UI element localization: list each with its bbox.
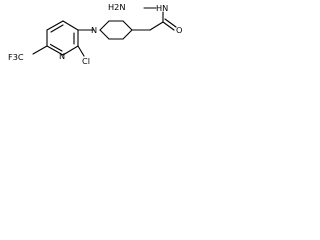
cf3-label: F3C (8, 52, 24, 62)
bond (62, 20, 79, 31)
structure-svg: F3C Cl N H2N HN O N (8, 2, 182, 66)
piperidine-ring (99, 20, 133, 40)
piperidine-nitrogen-label: N (91, 25, 97, 35)
carbonyl-oxygen-label: O (176, 25, 182, 35)
double-bond (49, 43, 63, 52)
bond-cl (77, 45, 85, 57)
bond (122, 20, 133, 31)
chlorine-label: Cl (82, 56, 90, 66)
hydrazide-nh2-label: H2N (108, 2, 126, 12)
pyridine-nitrogen-label: N (59, 51, 65, 61)
bond-cf3 (32, 45, 48, 55)
double-bond (50, 24, 64, 33)
bond (62, 45, 79, 56)
hydrazide-nh-label: HN (156, 3, 168, 13)
molecule-structure: F3C Cl N H2N HN O N (0, 0, 198, 83)
bond (46, 20, 64, 31)
bond (99, 20, 110, 31)
bond (46, 45, 64, 56)
bond-c-o-double (164, 18, 177, 28)
bond-carbonyl-c (149, 21, 164, 31)
bond (99, 29, 110, 40)
pyridine-ring (46, 20, 79, 56)
bond-c-o (162, 21, 175, 31)
bond (122, 29, 133, 40)
